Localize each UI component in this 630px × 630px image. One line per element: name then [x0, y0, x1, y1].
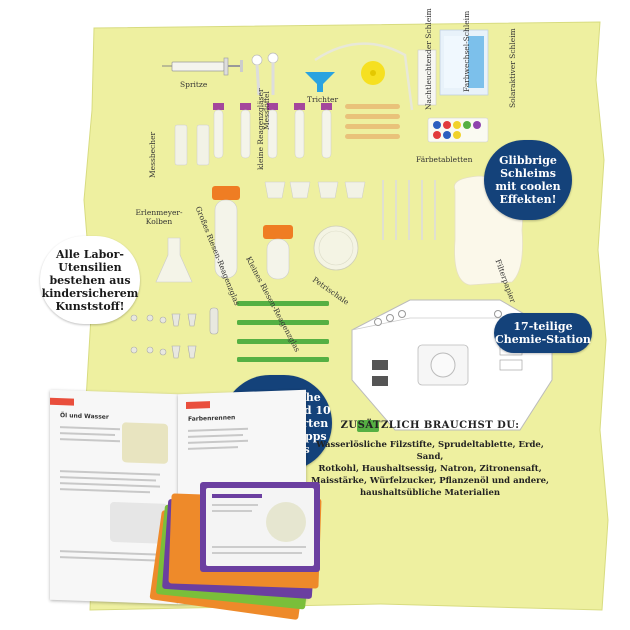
label-nachtleuchtender: Nachtleuchtender Schleim	[424, 8, 433, 110]
experiment-card-top	[200, 482, 320, 572]
additional-materials: ZUSÄTZLICH BRAUCHST DU: Wasserlösliche F…	[310, 420, 550, 499]
small-cups-icon	[264, 181, 366, 199]
erlenmeyer-flask-icon	[155, 237, 193, 283]
clamps-icon	[130, 307, 219, 359]
syringe-icon	[162, 57, 243, 76]
booklet-left-title: Öl und Wasser	[60, 412, 109, 421]
green-scraper-icon	[357, 420, 379, 432]
label-farbwechsel: Farbwechsel-Schleim	[462, 10, 471, 92]
additional-title: ZUSÄTZLICH BRAUCHST DU:	[340, 420, 520, 431]
measuring-spoon-icon	[251, 52, 279, 96]
small-test-tubes-icon	[213, 103, 332, 159]
booklet-right-title: Farbenrennen	[188, 414, 236, 423]
large-test-tube-icon	[212, 186, 240, 279]
petri-dish-icon	[313, 225, 359, 271]
label-faerbetabletten: Färbetabletten	[416, 155, 473, 164]
label-trichter: Trichter	[307, 95, 339, 104]
label-erlenmeyer: Erlenmeyer-Kolben	[135, 208, 183, 226]
label-messbecher: Messbecher	[148, 131, 157, 178]
pipettes-icon	[382, 180, 436, 240]
color-tablets-icon	[427, 117, 489, 143]
additional-line: Maisstärke, Würfelzucker, Pflanzenöl und…	[311, 476, 549, 486]
label-solaraktiver: Solaraktiver Schleim	[508, 28, 517, 108]
additional-line: haushaltsübliche Materialien	[359, 488, 501, 498]
slime-bag-icon	[417, 49, 437, 106]
measuring-cup-icon	[174, 124, 210, 166]
additional-line: Rotkohl, Haushaltsessig, Natron, Zitrone…	[318, 464, 542, 474]
additional-line: Wasserlösliche Filzstifte, Sprudeltablet…	[316, 440, 544, 462]
wooden-sticks-icon	[345, 104, 400, 139]
green-sticks-icon	[237, 301, 329, 362]
funnel-icon	[305, 72, 335, 92]
label-spritze: Spritze	[180, 80, 208, 89]
small-large-test-tube-icon	[263, 225, 293, 280]
label-kleine-reagenzglaeser: kleine Reagenzgläser	[256, 88, 265, 170]
